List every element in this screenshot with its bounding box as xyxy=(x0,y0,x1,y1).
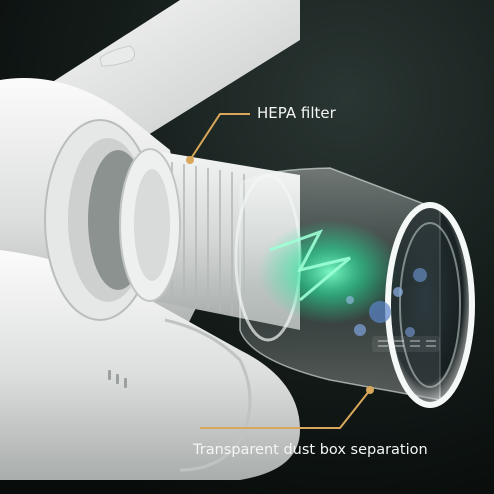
vent-slots xyxy=(108,370,127,388)
hepa-filter-leader xyxy=(186,113,250,164)
watermark-logo xyxy=(372,336,440,352)
dust-box-label: Transparent dust box separation xyxy=(193,442,428,458)
hepa-filter-cap-inner xyxy=(134,169,170,281)
dust-box-leader xyxy=(200,386,374,429)
hepa-filter-label: HEPA filter xyxy=(257,104,336,122)
power-button-icon xyxy=(99,45,136,67)
dust-particles xyxy=(346,268,427,337)
base-seam xyxy=(164,318,252,472)
dust-box-lens-inner xyxy=(399,222,461,388)
cyclone-glow xyxy=(258,220,402,324)
airflow-arrow-icon xyxy=(269,229,351,302)
